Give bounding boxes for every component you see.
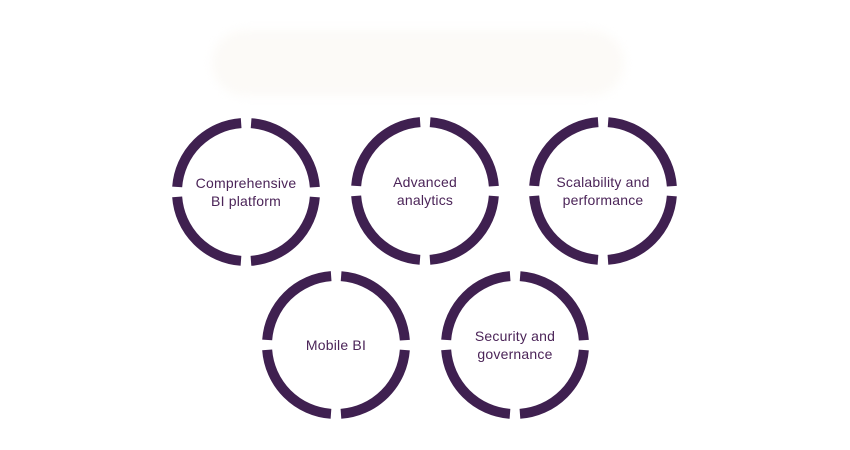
feature-advanced-analytics: Advanced analytics: [350, 116, 500, 266]
feature-label: Advanced analytics: [393, 173, 457, 208]
feature-label: Security and governance: [474, 327, 556, 362]
feature-comprehensive-bi-platform: Comprehensive BI platform: [171, 117, 321, 267]
feature-mobile-bi: Mobile BI: [261, 270, 411, 420]
feature-security-and-governance: Security and governance: [440, 270, 590, 420]
feature-label: Comprehensive BI platform: [195, 174, 297, 209]
feature-label: Scalability and performance: [556, 173, 650, 208]
erased-title-blob: [212, 30, 624, 96]
feature-scalability-and-performance: Scalability and performance: [528, 116, 678, 266]
feature-label: Mobile BI: [305, 336, 367, 353]
